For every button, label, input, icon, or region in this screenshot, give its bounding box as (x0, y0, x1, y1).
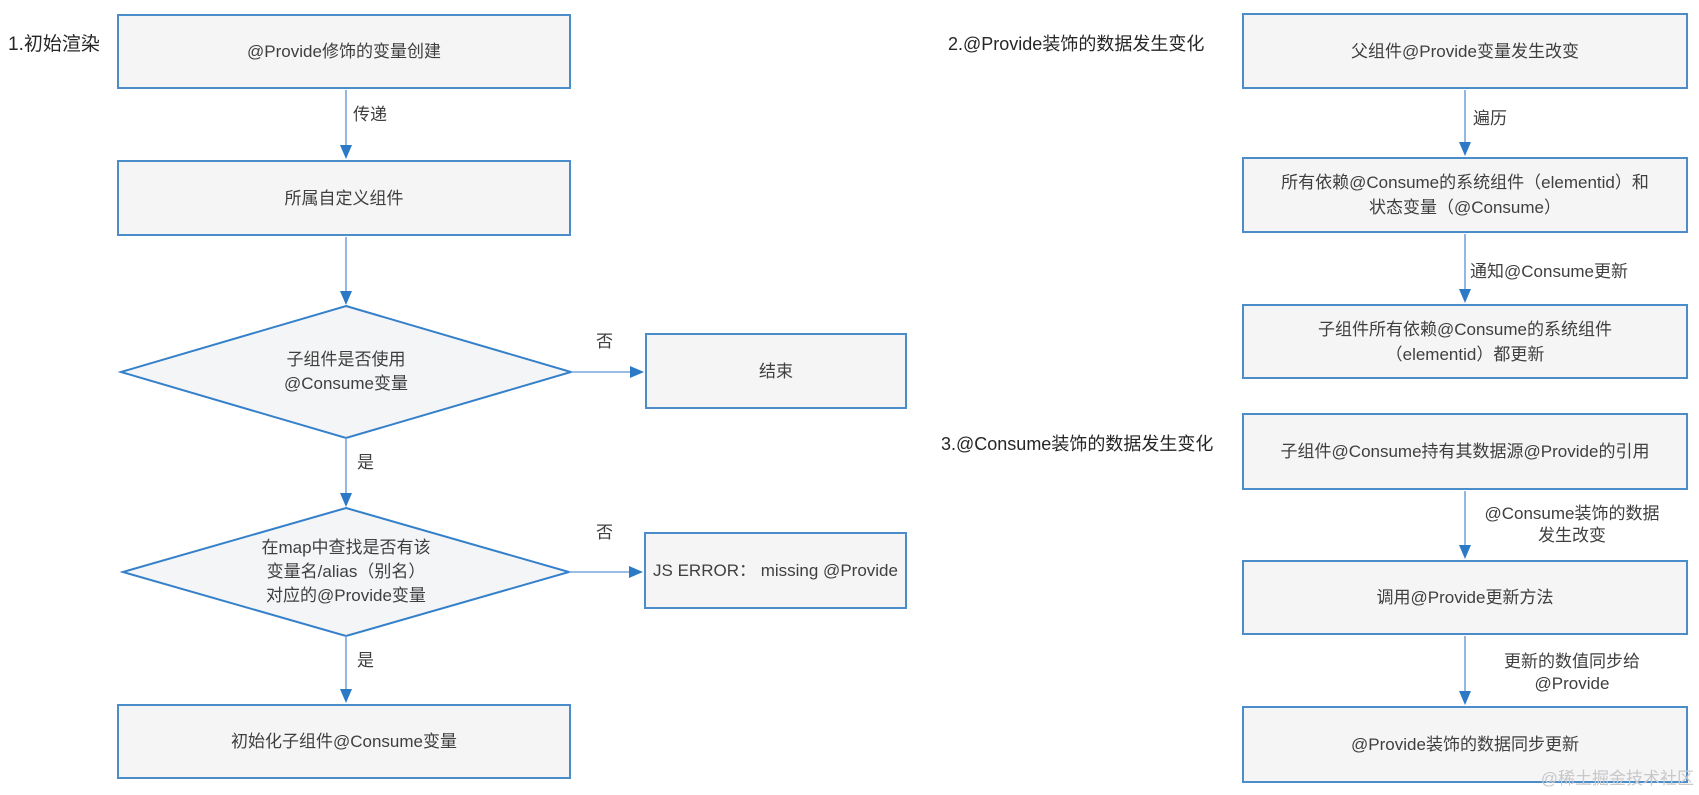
edge-label-no-1: 否 (596, 332, 613, 351)
node-child-components-updated: 子组件所有依赖@Consume的系统组件 （elementid）都更新 (1242, 304, 1688, 379)
edge-label-traverse: 遍历 (1473, 109, 1507, 128)
node-js-error-missing-provide: JS ERROR： missing @Provide (644, 532, 907, 609)
edge-label-notify-consume: 通知@Consume更新 (1470, 262, 1629, 281)
decision-child-uses-consume-label: 子组件是否使用 @Consume变量 (283, 350, 408, 393)
edge-label-no-2: 否 (596, 523, 613, 542)
edge-label-consume-data-changed: @Consume装饰的数据 发生改变 (1484, 504, 1660, 545)
node-parent-provide-changed: 父组件@Provide变量发生改变 (1242, 13, 1688, 89)
section-label-initial-render: 1.初始渲染 (8, 34, 100, 55)
node-provide-data-synced: @Provide装饰的数据同步更新 (1242, 706, 1688, 783)
decision-map-lookup-label: 在map中查找是否有该 变量名/alias（别名） 对应的@Provide变量 (261, 538, 431, 605)
node-end: 结束 (645, 333, 907, 409)
edge-label-pass: 传递 (353, 105, 387, 124)
watermark: @稀土掘金技术社区 (1540, 769, 1694, 788)
node-call-provide-update: 调用@Provide更新方法 (1242, 560, 1688, 635)
node-provide-variable-created: @Provide修饰的变量创建 (117, 14, 571, 89)
edge-label-yes-2: 是 (357, 651, 374, 670)
node-init-child-consume: 初始化子组件@Consume变量 (117, 704, 571, 779)
edge-label-sync-to-provide: 更新的数值同步给 @Provide (1504, 652, 1640, 693)
node-owner-custom-component: 所属自定义组件 (117, 160, 571, 236)
section-label-consume-data-changed: 3.@Consume装饰的数据发生变化 (941, 434, 1214, 454)
node-consume-holds-provide-ref: 子组件@Consume持有其数据源@Provide的引用 (1242, 413, 1688, 490)
edge-label-yes-1: 是 (357, 453, 374, 472)
section-label-provide-data-changed: 2.@Provide装饰的数据发生变化 (948, 34, 1205, 54)
node-all-consume-dependents: 所有依赖@Consume的系统组件（elementid）和 状态变量（@Cons… (1242, 157, 1688, 233)
